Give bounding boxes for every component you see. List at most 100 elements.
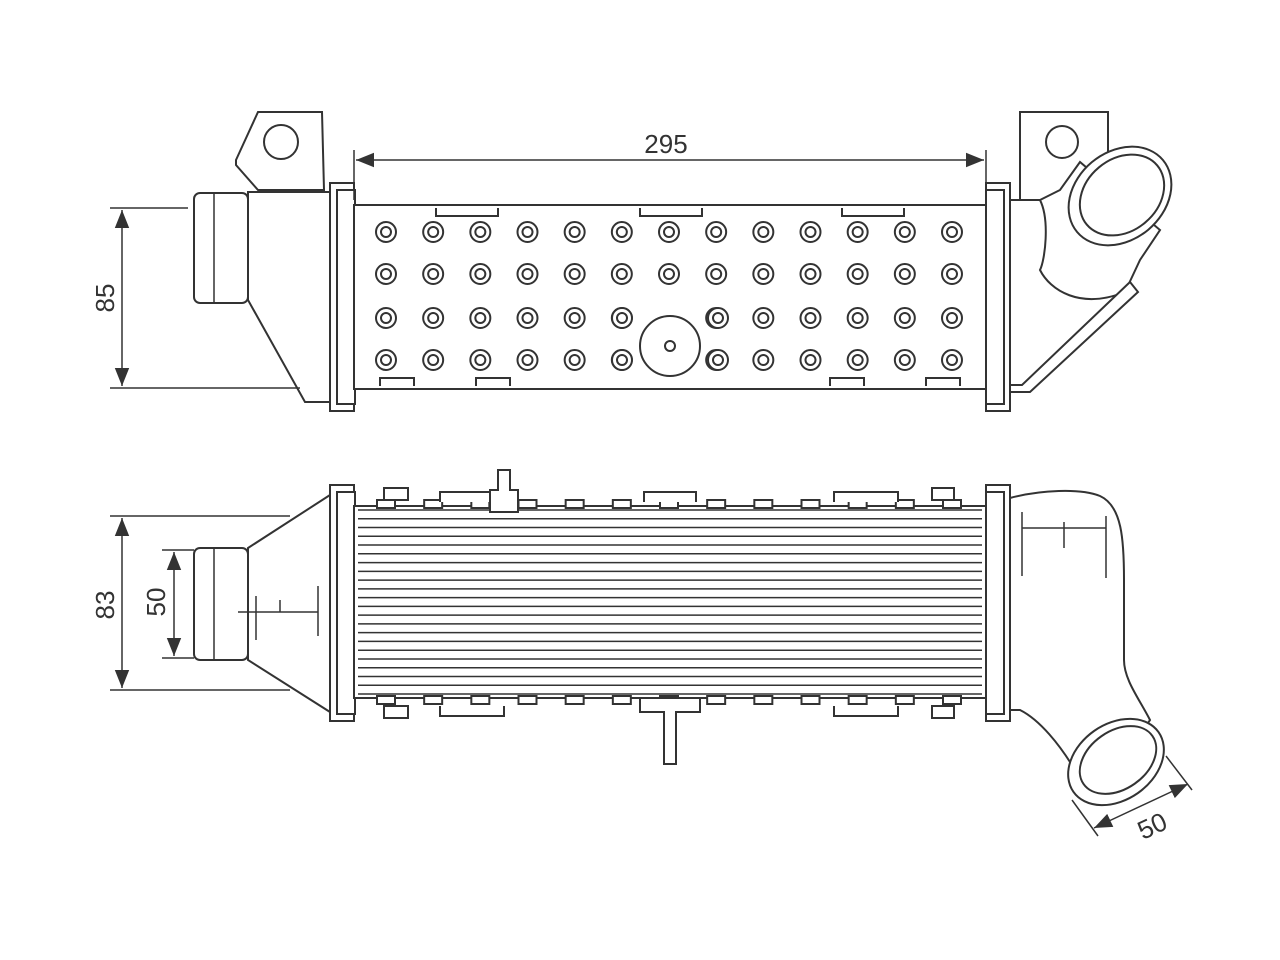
- left-inlet-pipe: [193, 192, 249, 304]
- bottom-mounting-stud: [639, 697, 701, 765]
- left-bracket-hole: [263, 124, 299, 160]
- tube-end: [375, 307, 397, 329]
- tube-end: [563, 307, 586, 329]
- core-clip: [639, 208, 703, 217]
- core-fins: [358, 509, 982, 695]
- tube-end: [610, 263, 633, 285]
- tube-end: [941, 307, 963, 329]
- tube-tab: [706, 695, 727, 705]
- tube-tab: [611, 499, 632, 509]
- bottom-right-outlet-duct: [1009, 489, 1152, 778]
- tube-tab: [470, 695, 491, 705]
- tube-tab: [847, 695, 868, 705]
- tube-end: [611, 349, 633, 371]
- top-mounting-stud: [489, 469, 519, 513]
- tube-tab: [800, 499, 821, 509]
- core-clip: [925, 377, 961, 386]
- tube-tab: [800, 695, 821, 705]
- tube-end: [516, 349, 539, 371]
- tube-tab: [376, 695, 396, 705]
- tube-end: [469, 221, 492, 243]
- tube-end: [516, 263, 539, 285]
- length-dimension-label: 295: [644, 129, 687, 159]
- bottom-left-inlet-pipe: [193, 547, 249, 661]
- tube-tab: [423, 499, 444, 509]
- tube-end: [846, 307, 869, 329]
- tube-end: [422, 221, 445, 243]
- outlet-support-strut: [1009, 280, 1140, 393]
- tube-end: [941, 349, 963, 371]
- tube-tab: [611, 695, 632, 705]
- core-clip: [383, 705, 409, 719]
- tube-end: [422, 307, 445, 329]
- bottom-funnel-bracket: [238, 586, 319, 640]
- tube-end: [846, 221, 869, 243]
- tube-end: [799, 221, 822, 243]
- core-clip: [435, 208, 499, 217]
- tube-end: [516, 221, 539, 243]
- tube-end: [752, 221, 775, 243]
- tube-end: [707, 307, 729, 329]
- core-clip: [931, 487, 955, 501]
- core-clip: [931, 705, 955, 719]
- top-view: 295 85: [90, 111, 1173, 412]
- tube-end: [611, 307, 633, 329]
- right-bracket-hole: [1045, 125, 1079, 159]
- tube-tab: [894, 499, 915, 509]
- bottom-view: 83 50 50: [90, 469, 1193, 846]
- bottom-height-dimension-label: 83: [90, 591, 120, 620]
- tube-end: [846, 349, 869, 371]
- tube-end: [707, 349, 729, 371]
- bottom-right-bracket: [1021, 512, 1107, 578]
- core-clip: [383, 487, 409, 501]
- core-side: [353, 505, 987, 699]
- core-clip: [833, 491, 899, 502]
- tube-end: [752, 307, 775, 329]
- tube-tab: [706, 499, 727, 509]
- tube-tab: [753, 695, 774, 705]
- tube-end: [893, 307, 916, 329]
- tube-end: [563, 349, 586, 371]
- core-clip: [643, 491, 697, 502]
- tube-end: [658, 263, 680, 285]
- core-clip: [475, 377, 511, 386]
- left-inlet-funnel: [247, 191, 331, 403]
- tube-end: [516, 307, 539, 329]
- tube-end: [469, 307, 492, 329]
- tube-end: [658, 221, 680, 243]
- tube-end: [941, 263, 963, 285]
- tube-end: [563, 221, 586, 243]
- tube-end: [705, 221, 728, 243]
- tube-end: [375, 221, 397, 243]
- tube-end: [893, 349, 916, 371]
- side-core-clips: [376, 487, 962, 719]
- tube-end: [705, 263, 728, 285]
- tube-end: [375, 349, 397, 371]
- tube-tab: [564, 499, 585, 509]
- tube-end: [375, 263, 397, 285]
- core-clip: [833, 706, 899, 717]
- core-clip: [829, 377, 865, 386]
- top-height-dimension-label: 85: [90, 284, 120, 313]
- tube-end: [752, 263, 775, 285]
- tube-end: [422, 263, 445, 285]
- tube-end: [469, 349, 492, 371]
- tube-end: [893, 221, 916, 243]
- tube-end: [941, 221, 963, 243]
- tube-end: [846, 263, 869, 285]
- tube-tab: [753, 499, 774, 509]
- core-clip: [841, 208, 905, 217]
- tube-end: [563, 263, 586, 285]
- tube-end: [752, 349, 775, 371]
- outlet-diameter-dimension-line: [1093, 783, 1189, 829]
- inlet-diameter-dimension-label: 50: [141, 588, 171, 617]
- tube-end: [422, 349, 445, 371]
- tube-tab: [376, 499, 396, 509]
- core-clip: [439, 706, 505, 717]
- tube-end: [799, 263, 822, 285]
- outlet-diameter-dimension-label: 50: [1133, 806, 1172, 845]
- tube-tab: [517, 499, 538, 509]
- tube-end: [893, 263, 916, 285]
- tube-tab: [423, 695, 444, 705]
